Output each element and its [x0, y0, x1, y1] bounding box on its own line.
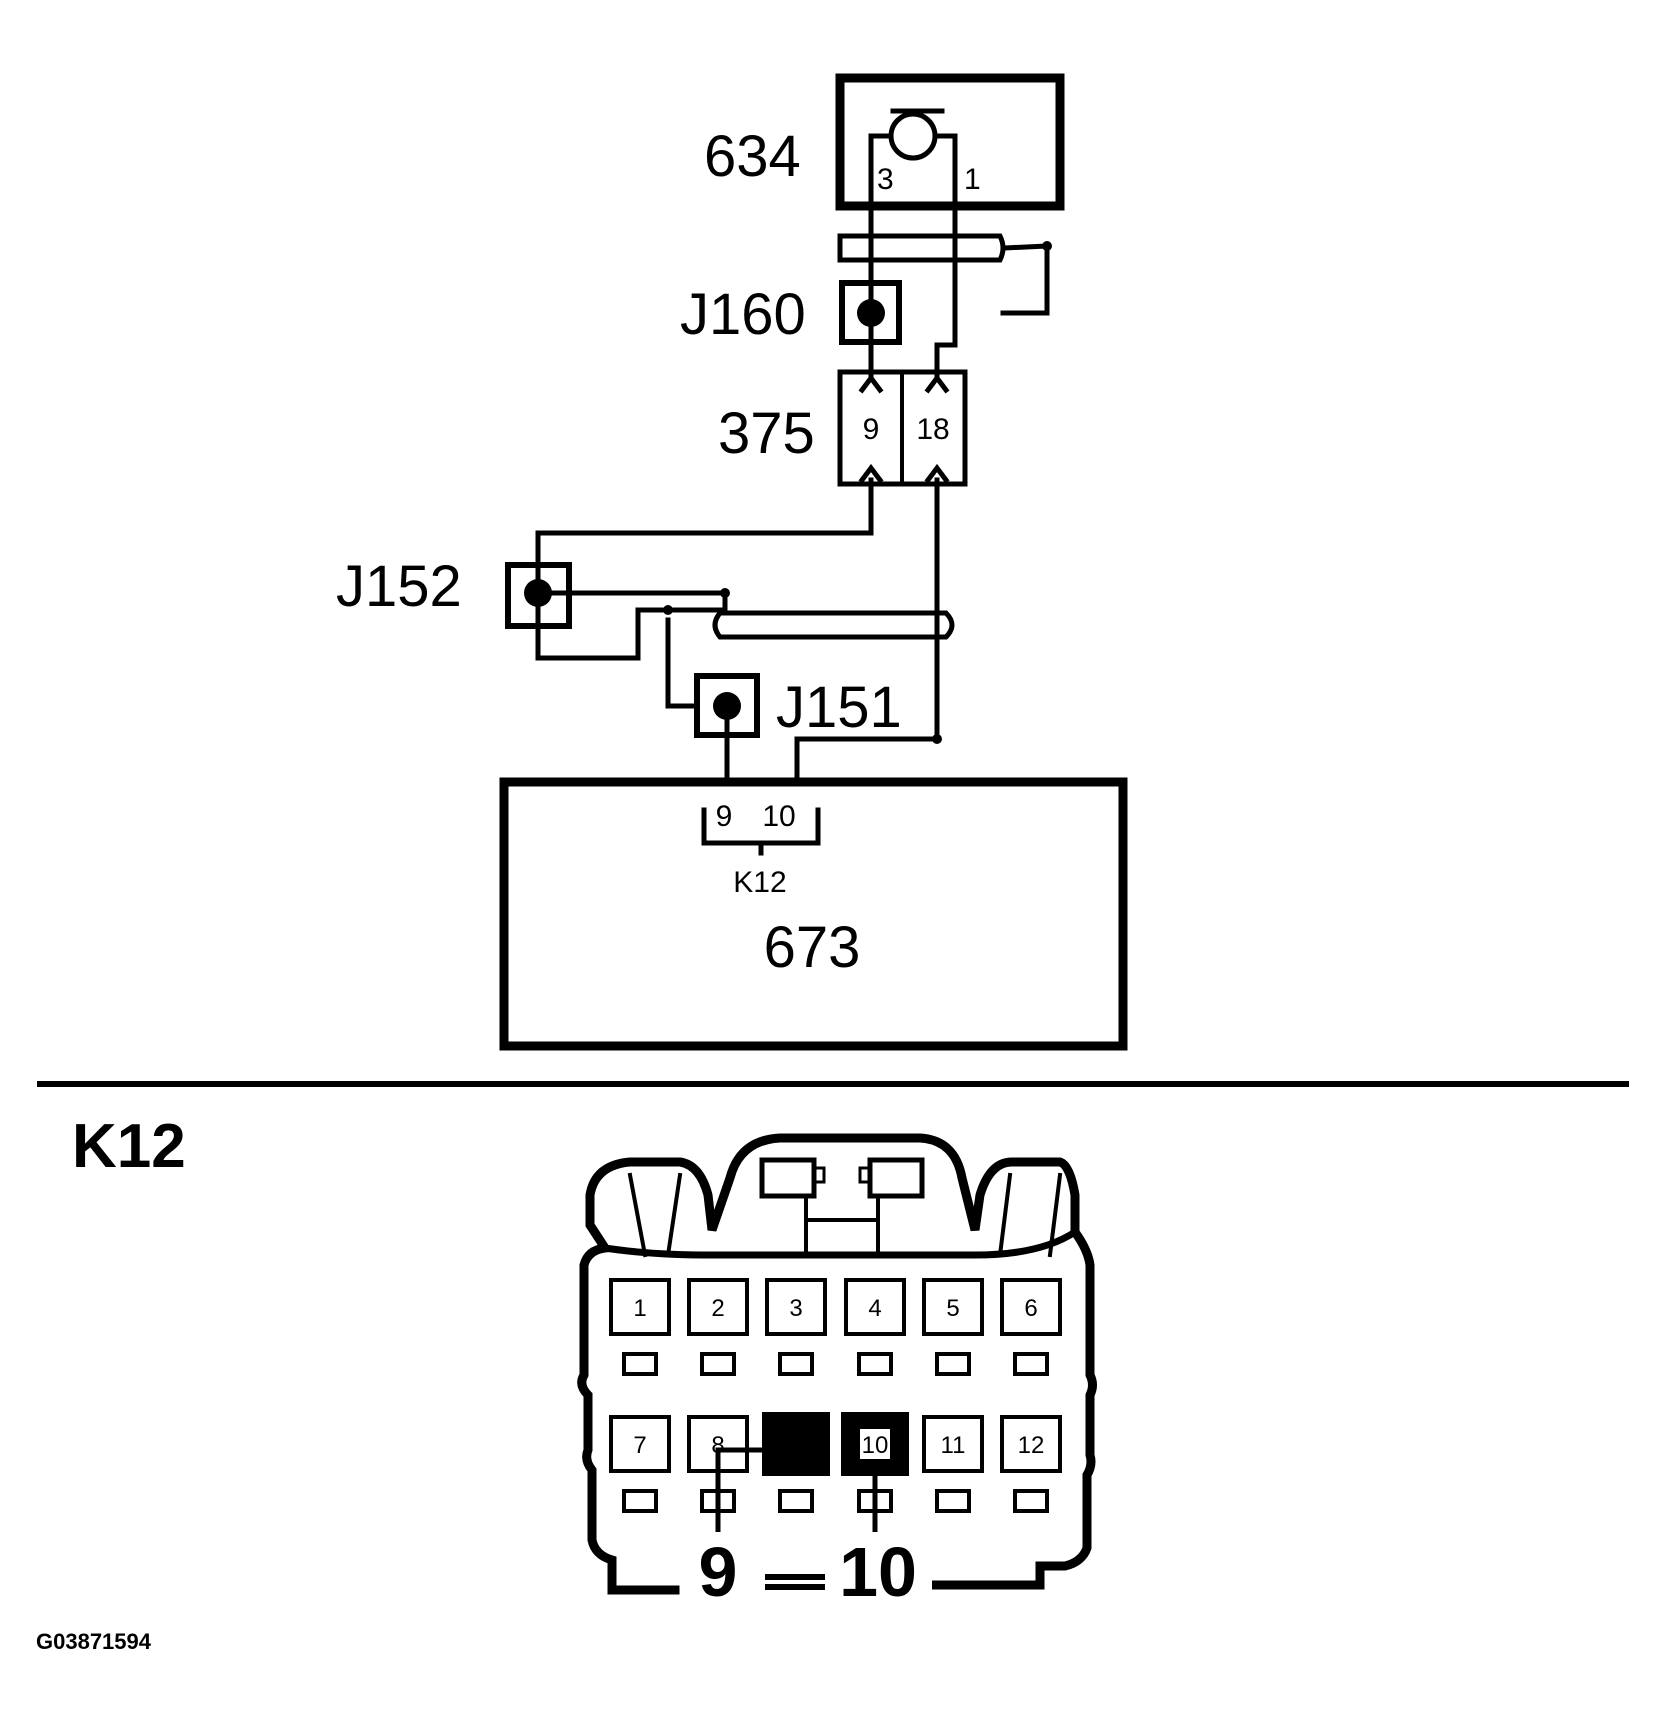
cavity-12-label: 12 [1018, 1432, 1045, 1459]
wire-634-pin1 [933, 133, 958, 381]
cavity-4 [844, 1278, 906, 1336]
splice-j151-dot [713, 692, 741, 720]
cavity-11 [922, 1415, 984, 1473]
cavity-row-top [609, 1278, 1062, 1376]
label-634: 634 [704, 124, 801, 189]
connector-view-title: K12 [72, 1112, 186, 1181]
cavity-6 [1000, 1278, 1062, 1336]
cavity-12 [1000, 1415, 1062, 1473]
cavity-5 [922, 1278, 984, 1336]
figure-code: G03871594 [36, 1629, 152, 1654]
label-j152: J152 [336, 554, 462, 619]
label-375-pin18: 18 [916, 413, 949, 446]
label-375: 375 [718, 401, 815, 466]
cavity-9 [762, 1412, 830, 1476]
splice-j160-box [839, 280, 902, 345]
cavity-1-label: 1 [633, 1295, 646, 1322]
shield-lower [712, 610, 955, 640]
cavity-3-label: 3 [789, 1295, 802, 1322]
cavity-10 [841, 1412, 909, 1476]
shield-upper [837, 233, 1006, 263]
cavity-4-label: 4 [868, 1295, 881, 1322]
wire-375-pin18-down [794, 477, 940, 783]
callout-leader-9 [715, 1447, 764, 1535]
cavity-7 [609, 1415, 671, 1473]
cavity-5-label: 5 [946, 1295, 959, 1322]
label-375-pin9: 9 [863, 413, 880, 446]
wire-375-pin9-down [535, 477, 874, 596]
cavity-grid [609, 1278, 1062, 1535]
connector-k12-outline [577, 1133, 1097, 1595]
label-673-pin9: 9 [716, 800, 733, 833]
cavity-row-bottom [609, 1412, 1062, 1513]
cavity-6-label: 6 [1024, 1295, 1037, 1322]
cavity-1 [609, 1278, 671, 1336]
callout-pin-10: 10 [839, 1533, 917, 1611]
module-673-box [499, 777, 1128, 1051]
label-673-pin10: 10 [762, 800, 795, 833]
cavity-7-label: 7 [633, 1432, 646, 1459]
label-634-pin3: 3 [877, 163, 894, 196]
connector-k12-face [577, 1133, 1097, 1595]
wire-634-pin3 [868, 133, 894, 381]
cavity-2-label: 2 [711, 1295, 724, 1322]
cavity-8-label: 8 [711, 1432, 724, 1459]
component-634-symbol [888, 111, 938, 161]
component-634-box [835, 73, 1065, 211]
label-634-pin1: 1 [964, 163, 981, 196]
cavity-numbers: 1 2 3 4 5 6 7 8 10 11 12 [633, 1295, 1044, 1459]
callout-pin-9: 9 [699, 1533, 738, 1611]
cavity-2 [687, 1278, 749, 1336]
cavity-10-label: 10 [862, 1432, 889, 1459]
label-673: 673 [764, 915, 861, 980]
label-j160: J160 [680, 282, 806, 347]
splice-j160-dot [857, 299, 885, 327]
label-673-connector: K12 [733, 866, 786, 899]
cavity-11-label: 11 [941, 1432, 966, 1459]
splice-j152-dot [524, 579, 552, 607]
cavity-3 [765, 1278, 827, 1336]
label-j151: J151 [776, 675, 902, 740]
